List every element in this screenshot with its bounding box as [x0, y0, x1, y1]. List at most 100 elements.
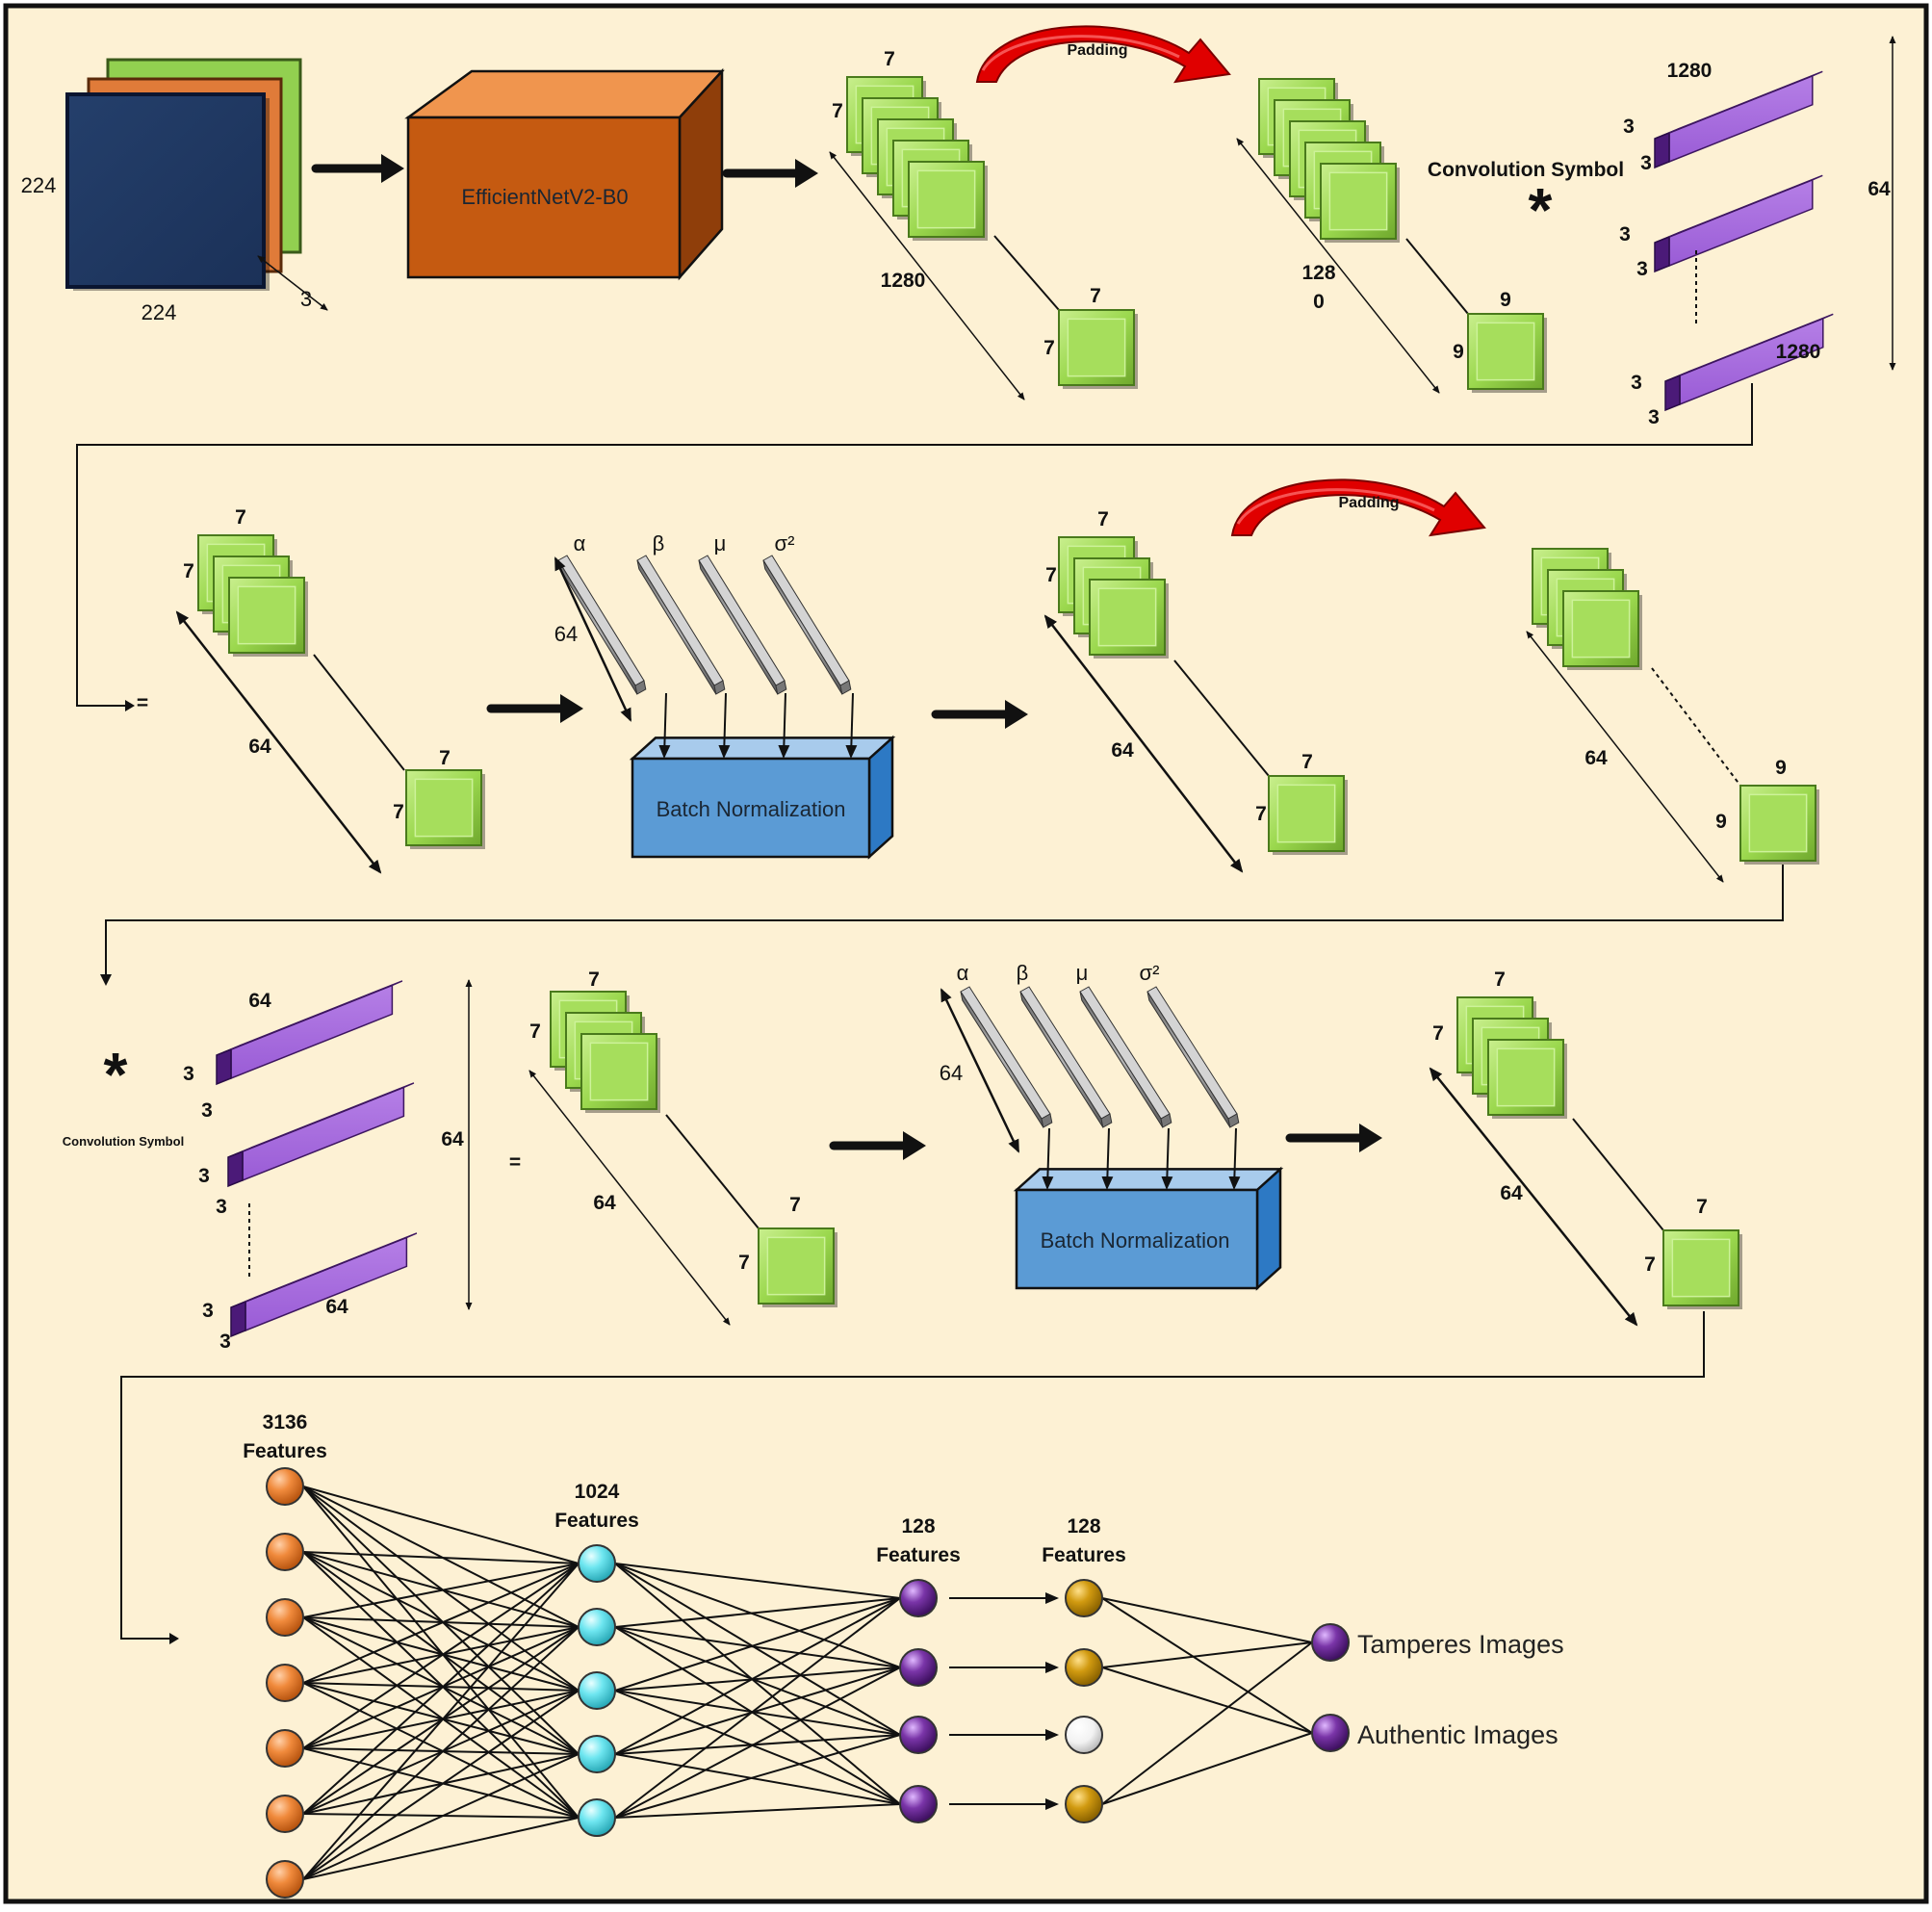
row1-kernel1-h-label: 3	[1623, 116, 1635, 138]
bn-side	[1255, 1166, 1282, 1291]
network-edge	[614, 1597, 901, 1628]
kernel-top	[245, 1232, 418, 1303]
network-output-edge	[1101, 1597, 1313, 1643]
arrow-row3-to-bn-head	[903, 1131, 926, 1160]
row1-fmap-top-label: 7	[884, 48, 895, 70]
network-node-layer3	[899, 1579, 938, 1617]
row3-bn-param-bar	[1019, 986, 1113, 1128]
row3-conv-asterisk: *	[104, 1040, 128, 1109]
row1-pad-depth-label-a: 128	[1301, 262, 1335, 284]
network-node-layer2	[578, 1608, 616, 1646]
kernel-top	[242, 1082, 415, 1152]
row2-padC-last-top-label: 9	[1775, 757, 1787, 779]
row1-pad-layer	[1320, 163, 1400, 243]
padding-arrow-highlight	[981, 35, 1180, 71]
row3-fmapA-last-top-label: 7	[789, 1194, 801, 1216]
arrow-row3-bn-to-fmap-head	[1359, 1124, 1382, 1152]
row3-fmapB-depth-dim	[1429, 1067, 1638, 1327]
network-node-layer1	[266, 1664, 304, 1702]
network-edge	[302, 1486, 580, 1564]
row2-padding-arrow	[1230, 478, 1486, 537]
row1-pad-last	[1467, 313, 1547, 393]
row2-fmapB-layer	[1089, 579, 1169, 659]
row3-fmapB-layer	[1487, 1039, 1567, 1119]
row3-bn-param-bar	[1146, 986, 1240, 1128]
row2-fmapA-last-left-label: 7	[393, 801, 404, 823]
row3-fmapB-last-left-label: 7	[1644, 1253, 1656, 1276]
network-edge	[302, 1563, 580, 1749]
param-bar-end	[1160, 1113, 1172, 1128]
row1-fmap-depth-label: 1280	[881, 270, 926, 292]
row3-kernel1-len-label: 64	[248, 990, 271, 1012]
arrow-input-to-backbone-head	[381, 154, 404, 183]
row3-to-network-connector	[120, 1311, 1705, 1640]
square-bevel	[1097, 587, 1157, 647]
network-node-layer4	[1065, 1579, 1103, 1617]
row1-kernel-count-label: 64	[1868, 178, 1891, 200]
network-layer-count-label: 128	[1067, 1515, 1100, 1537]
network-node-layer1	[266, 1467, 304, 1506]
row3-bn-param-label: μ	[1076, 961, 1089, 985]
network-output-edge	[1101, 1732, 1313, 1805]
network-edge	[302, 1563, 580, 1880]
row2-bn-param-arrow	[718, 692, 731, 759]
network-node-layer1	[266, 1795, 304, 1833]
row3-fmapA-layer	[580, 1033, 660, 1113]
param-bar-end	[713, 680, 726, 695]
param-bar-end	[775, 680, 787, 695]
row2-padC-last-left-label: 9	[1715, 811, 1727, 833]
row1-kernel2-h-label: 3	[1619, 223, 1631, 245]
row3-fmapA-last-left-label: 7	[738, 1252, 750, 1274]
network-edge	[614, 1626, 901, 1736]
network-edge	[302, 1551, 580, 1564]
row3-kernel3-w-label: 3	[219, 1331, 231, 1353]
row1-pad-depth-dim	[1236, 138, 1440, 394]
param-bar-end	[1041, 1113, 1053, 1128]
square-bevel	[237, 585, 296, 645]
input-channel-label: 3	[300, 287, 312, 311]
network-layer-unit-label: Features	[554, 1510, 639, 1532]
row2-fmapA-depth-dim	[175, 610, 382, 874]
row3-kernel1-h-label: 3	[183, 1063, 194, 1085]
row2-fmapB-last	[1268, 775, 1348, 855]
square-bevel	[766, 1236, 826, 1296]
row3-fmapB-left-label: 7	[1432, 1022, 1444, 1045]
network-edge	[614, 1597, 901, 1692]
row3-fmapB-top-label: 7	[1494, 969, 1506, 991]
network-layer-count-label: 3136	[263, 1411, 308, 1434]
network-node-layer2	[578, 1798, 616, 1837]
square-bevel	[1571, 599, 1631, 659]
backbone-label: EfficientNetV2-B0	[461, 185, 628, 209]
row3-equals: =	[509, 1151, 521, 1174]
row3-bn-param-bar	[1079, 986, 1172, 1128]
row2-bn-param-bar	[698, 555, 787, 695]
kernel-top	[230, 980, 403, 1050]
row3-kernel3-len-label: 64	[325, 1296, 348, 1318]
row2-fmapA-depth-label: 64	[248, 736, 271, 758]
network-node-layer3	[899, 1648, 938, 1687]
network-output-node	[1311, 1623, 1350, 1662]
row1-fmap-depth-dim	[829, 151, 1025, 400]
network-node-layer4	[1065, 1716, 1103, 1754]
bn-front	[631, 757, 871, 859]
row3-fmapA-last	[758, 1227, 837, 1307]
bn-front	[1015, 1188, 1259, 1290]
row1-kernel1-len-label: 1280	[1667, 60, 1713, 82]
square-bevel	[916, 169, 976, 229]
row3-bn-depth-label: 64	[940, 1061, 963, 1085]
row1-padding-arrow	[975, 25, 1231, 84]
param-bar-end	[634, 680, 647, 695]
row2-equals: =	[137, 692, 148, 714]
bn-top	[1013, 1168, 1284, 1192]
row3-conv-symbol-label: Convolution Symbol	[63, 1134, 184, 1149]
row2-to-row3-connector	[105, 865, 1784, 977]
padding-arrow-highlight	[1236, 488, 1435, 525]
backbone-front	[406, 116, 682, 279]
row2-bn-param-bar	[762, 555, 852, 695]
row1-kernel3-len-label: 1280	[1776, 341, 1821, 363]
network-edge	[302, 1563, 580, 1618]
network-edge	[302, 1753, 580, 1880]
row2-bn-box	[629, 735, 896, 860]
network-layer-unit-label: Features	[243, 1440, 327, 1462]
